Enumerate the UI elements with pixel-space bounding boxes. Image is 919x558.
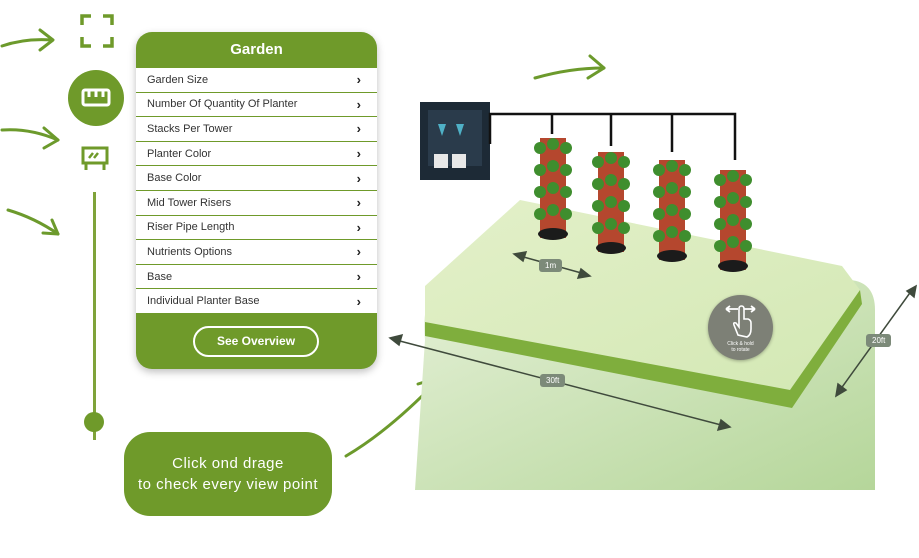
menu-item-label: Planter Color bbox=[147, 147, 212, 160]
chevron-right-icon: › bbox=[356, 121, 361, 137]
rotate-hint-line2: to rotate bbox=[731, 347, 750, 353]
menu-item-riser-pipe-length[interactable]: Riser Pipe Length › bbox=[136, 215, 377, 240]
chevron-right-icon: › bbox=[356, 146, 361, 162]
menu-item-label: Riser Pipe Length bbox=[147, 221, 235, 234]
menu-item-stacks-per-tower[interactable]: Stacks Per Tower › bbox=[136, 117, 377, 141]
rotate-hint-badge[interactable]: Click & hold to rotate bbox=[708, 295, 773, 360]
planter-icon[interactable] bbox=[80, 143, 110, 173]
instruction-callout: Click ond drage to check every view poin… bbox=[124, 432, 332, 516]
menu-item-mid-tower-risers[interactable]: Mid Tower Risers › bbox=[136, 190, 377, 215]
ruler-icon bbox=[81, 88, 111, 107]
chevron-right-icon: › bbox=[356, 219, 361, 235]
menu-item-base-color[interactable]: Base Color › bbox=[136, 166, 377, 190]
dimension-20ft-label: 20ft bbox=[866, 334, 892, 347]
menu-item-label: Base Color bbox=[147, 172, 202, 185]
menu-item-label: Nutrients Options bbox=[147, 245, 232, 258]
hand-rotate-icon bbox=[725, 305, 756, 338]
view-slider-handle[interactable] bbox=[84, 412, 104, 432]
menu-item-base[interactable]: Base › bbox=[136, 264, 377, 289]
dimension-1m-label: 1m bbox=[539, 259, 563, 272]
callout-line-2: to check every view point bbox=[137, 476, 319, 493]
ruler-button[interactable] bbox=[68, 70, 124, 126]
arrow-1-icon bbox=[0, 38, 54, 48]
callout-line-1: Click ond drage bbox=[172, 455, 284, 472]
planter-towers bbox=[534, 138, 752, 272]
fullscreen-icon[interactable] bbox=[80, 14, 114, 48]
menu-item-individual-planter-base[interactable]: Individual Planter Base › bbox=[136, 289, 377, 313]
menu-item-label: Number Of Quantity Of Planter bbox=[147, 98, 298, 111]
menu-item-nutrients-options[interactable]: Nutrients Options › bbox=[136, 240, 377, 264]
see-overview-button[interactable]: See Overview bbox=[193, 326, 319, 357]
menu-item-garden-size[interactable]: Garden Size › bbox=[136, 68, 377, 92]
menu-item-label: Mid Tower Risers bbox=[147, 196, 232, 209]
menu-item-label: Individual Planter Base bbox=[147, 295, 260, 308]
config-menu: Garden Size › Number Of Quantity Of Plan… bbox=[136, 68, 377, 314]
chevron-right-icon: › bbox=[356, 269, 361, 285]
chevron-right-icon: › bbox=[356, 72, 361, 88]
menu-item-planter-quantity[interactable]: Number Of Quantity Of Planter › bbox=[136, 92, 377, 117]
chevron-right-icon: › bbox=[356, 244, 361, 260]
pump-unit bbox=[420, 102, 490, 180]
garden-3d-scene[interactable] bbox=[380, 90, 919, 500]
menu-item-planter-color[interactable]: Planter Color › bbox=[136, 141, 377, 166]
menu-item-label: Base bbox=[147, 270, 173, 283]
dimension-30ft-label: 30ft bbox=[540, 374, 566, 387]
chevron-right-icon: › bbox=[356, 170, 361, 186]
view-slider-track[interactable] bbox=[93, 192, 96, 440]
menu-item-label: Garden Size bbox=[147, 73, 209, 86]
chevron-right-icon: › bbox=[356, 293, 361, 309]
panel-title: Garden bbox=[230, 41, 283, 58]
menu-item-label: Stacks Per Tower bbox=[147, 122, 233, 135]
chevron-right-icon: › bbox=[356, 195, 361, 211]
rotate-hint-line1: Click & hold bbox=[727, 341, 754, 347]
garden-config-panel: Garden Garden Size › Number Of Quantity … bbox=[136, 32, 377, 369]
chevron-right-icon: › bbox=[356, 96, 361, 112]
